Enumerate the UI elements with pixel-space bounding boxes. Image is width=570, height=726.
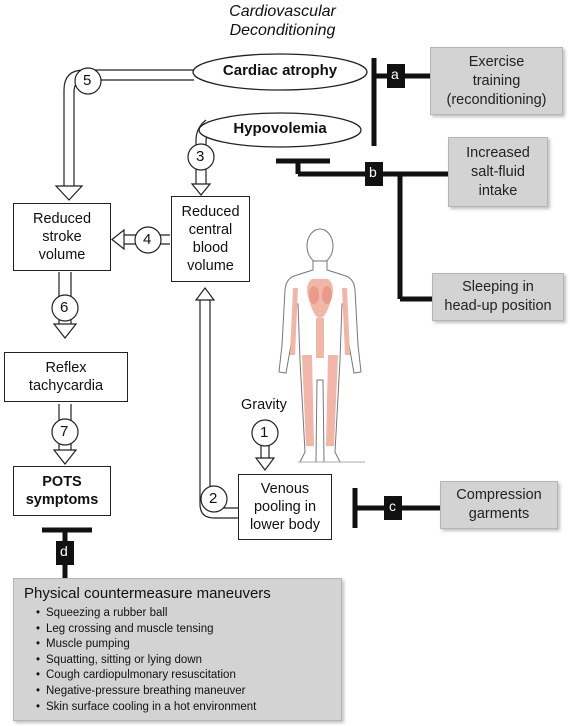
human-figure-illustration: [278, 228, 362, 463]
arrow-2-head: [194, 287, 216, 301]
step-circles: [51, 67, 279, 513]
step-number-4: 4: [143, 231, 152, 248]
inhibitor-c-badge: [384, 496, 402, 520]
physical-countermeasures-panel: Physical countermeasure maneuvers Squeez…: [13, 578, 342, 721]
step-number-7: 7: [60, 423, 69, 440]
reflex-tachycardia-box: Reflex tachycardia: [4, 352, 128, 402]
inhibitor-label-b: b: [369, 164, 377, 180]
countermeasure-item: Negative-pressure breathing maneuver: [36, 684, 335, 700]
exercise-training-box: Exercise training (reconditioning): [430, 47, 563, 115]
inhibitor-b-badge: [365, 162, 383, 186]
step-number-2: 2: [209, 490, 218, 507]
salt-fluid-intake-box: Increased salt-fluid intake: [448, 137, 548, 207]
countermeasure-item: Cough cardiopulmonary resuscitation: [36, 668, 335, 684]
countermeasure-item: Leg crossing and muscle tensing: [36, 622, 335, 638]
pots-symptoms-box: POTS symptoms: [13, 466, 111, 516]
countermeasure-item: Squatting, sitting or lying down: [36, 653, 335, 669]
step-number-3: 3: [196, 148, 205, 165]
inhibitor-label-d: d: [60, 543, 68, 559]
countermeasures-list: Squeezing a rubber ball Leg crossing and…: [24, 606, 335, 715]
arrow-4-head: [111, 228, 125, 251]
venous-pooling-box: Venous pooling in lower body: [238, 474, 332, 540]
gravity-label: Gravity: [241, 397, 287, 413]
arrow-7-head: [52, 449, 78, 465]
step-number-1: 1: [260, 424, 269, 441]
reduced-stroke-volume-box: Reduced stroke volume: [13, 203, 111, 271]
inhibitor-d-badge: [56, 541, 74, 565]
countermeasure-item: Squeezing a rubber ball: [36, 606, 335, 622]
compression-garments-box: Compression garments: [440, 481, 558, 529]
sleeping-head-up-box: Sleeping in head-up position: [432, 273, 564, 321]
cardiac-atrophy-label: Cardiac atrophy: [222, 62, 338, 79]
arrow-2-path: [199, 300, 238, 519]
arrow-5-head: [54, 185, 84, 201]
step-number-5: 5: [83, 72, 92, 89]
inhibitor-a-badge: [387, 64, 405, 88]
countermeasures-title: Physical countermeasure maneuvers: [24, 585, 271, 602]
circulatory-system-illustration: [290, 279, 350, 446]
hypovolemia-label: Hypovolemia: [233, 120, 327, 137]
arrow-6-head: [52, 323, 78, 339]
countermeasure-item: Skin surface cooling in a hot environmen…: [36, 700, 335, 716]
arrow-3-head: [190, 183, 212, 196]
countermeasure-item: Muscle pumping: [36, 637, 335, 653]
inhibitor-label-a: a: [391, 66, 399, 82]
arrow-1-head: [254, 457, 276, 471]
step-number-6: 6: [60, 299, 69, 316]
reduced-central-blood-volume-box: Reduced central blood volume: [171, 196, 250, 282]
diagram-title: Cardiovascular Deconditioning: [229, 3, 336, 39]
inhibitor-label-c: c: [389, 498, 396, 514]
